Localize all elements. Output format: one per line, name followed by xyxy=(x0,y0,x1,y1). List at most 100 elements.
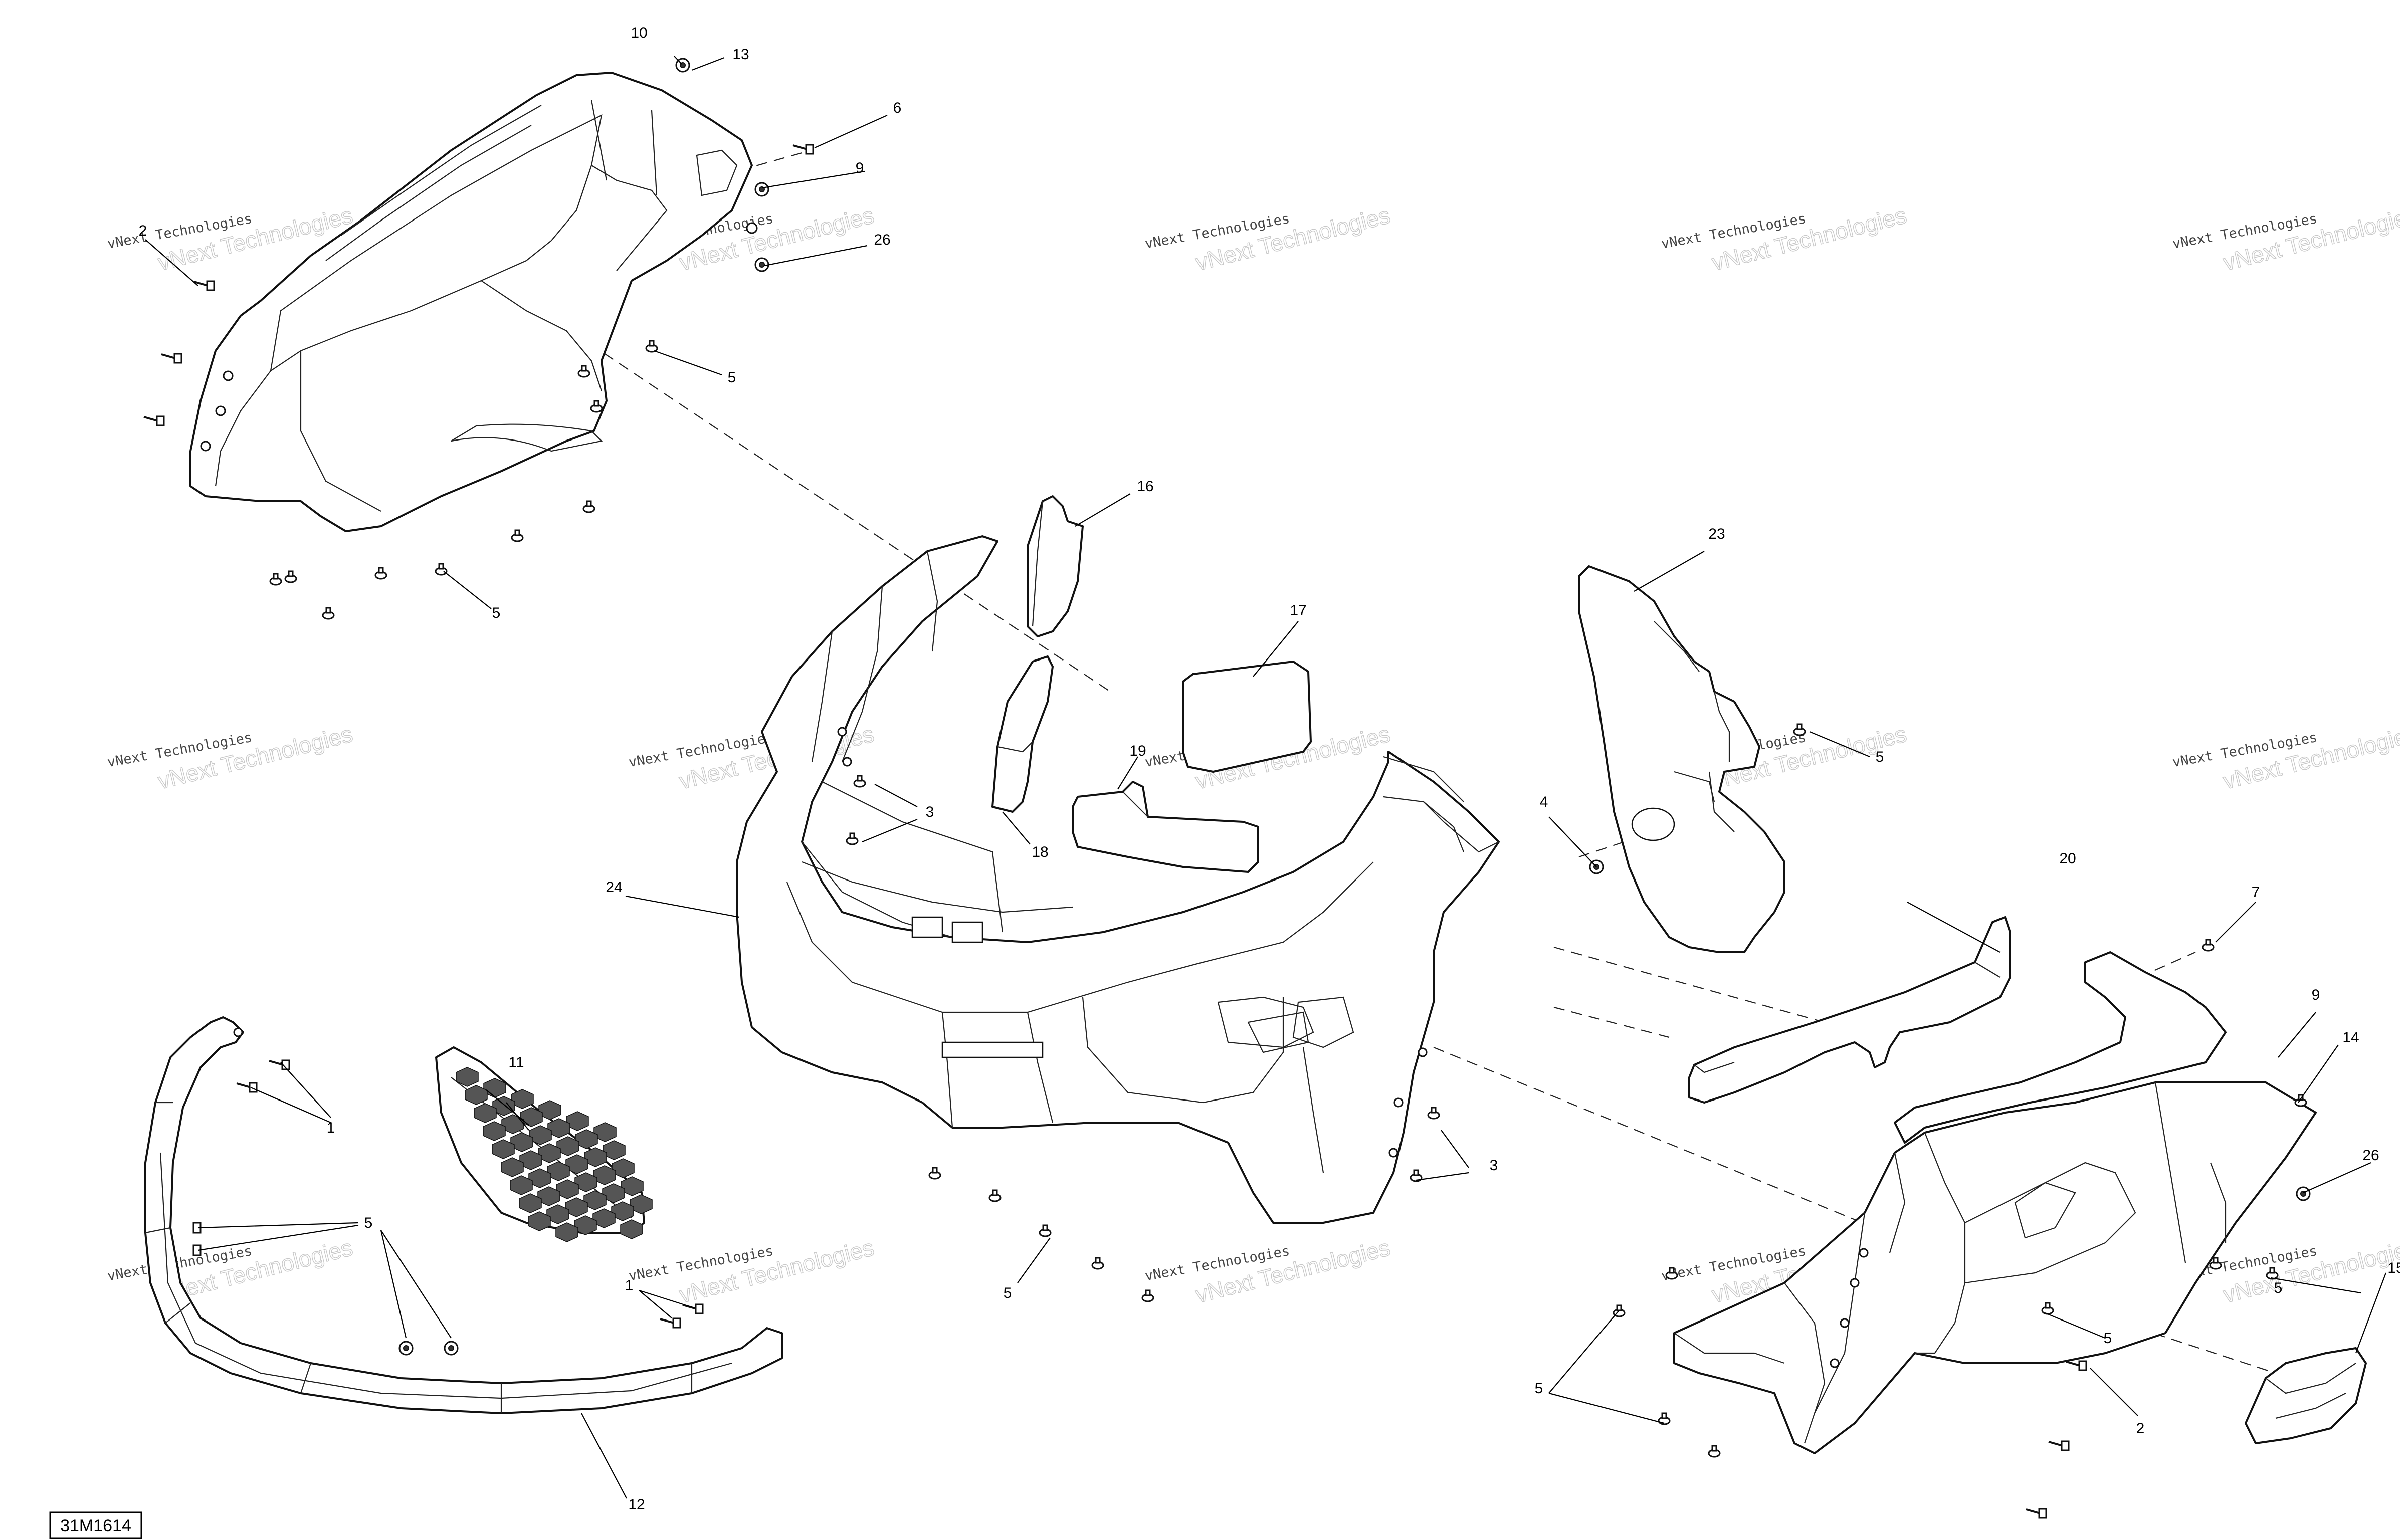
bumper-bar xyxy=(144,1016,783,1414)
callout-15: 15 xyxy=(2387,1260,2400,1276)
screw xyxy=(236,1082,258,1093)
watermark-outline-text: vNext Technologies xyxy=(677,1234,877,1308)
callout-2: 2 xyxy=(139,223,147,239)
screw xyxy=(143,415,165,426)
push-clip xyxy=(2266,1267,2279,1280)
fastener-hardware xyxy=(143,58,2311,1519)
watermark-outline-text: vNext Technologies xyxy=(1193,202,1393,276)
callout-26: 26 xyxy=(2362,1147,2379,1164)
callout-20: 20 xyxy=(2059,850,2076,867)
grille-cell xyxy=(555,1222,578,1242)
foam-block-16 xyxy=(1027,495,1084,637)
push-clip xyxy=(1427,1107,1440,1120)
callout-5: 5 xyxy=(1535,1380,1543,1397)
grille-cell xyxy=(456,1067,479,1087)
grille-cell xyxy=(492,1139,515,1159)
callout-26: 26 xyxy=(874,232,890,248)
callout-18: 18 xyxy=(1032,844,1048,860)
callout-24: 24 xyxy=(606,879,622,896)
push-clip xyxy=(2294,1094,2307,1107)
callout-11: 11 xyxy=(508,1054,524,1071)
push-clip xyxy=(511,529,524,542)
push-clip xyxy=(590,400,603,413)
callout-5: 5 xyxy=(2104,1330,2112,1347)
screw xyxy=(161,353,182,364)
screw xyxy=(193,280,215,291)
push-clip xyxy=(1039,1224,1052,1237)
push-clip xyxy=(988,1189,1002,1202)
push-clip xyxy=(269,573,282,586)
callout-6: 6 xyxy=(893,100,902,116)
diagram-reference-id: 31M1614 xyxy=(49,1511,142,1539)
lower-right-side-panel xyxy=(1673,951,2317,1454)
grille-cell xyxy=(510,1175,533,1195)
push-clip xyxy=(284,570,297,583)
callout-4: 4 xyxy=(1540,794,1548,810)
upper-left-side-panel xyxy=(189,72,758,532)
push-clip xyxy=(2202,939,2215,952)
nut xyxy=(2296,1186,2311,1201)
push-clip xyxy=(2041,1302,2054,1315)
screw xyxy=(2026,1508,2047,1519)
foam-panel-23 xyxy=(1578,565,1785,953)
callout-23: 23 xyxy=(1708,526,1725,542)
callout-5: 5 xyxy=(364,1215,373,1231)
callout-5: 5 xyxy=(2274,1280,2283,1296)
push-clip xyxy=(1793,723,1806,736)
screw xyxy=(792,144,814,155)
grille-cell xyxy=(465,1085,488,1105)
callout-2: 2 xyxy=(2136,1420,2145,1437)
grille-cell xyxy=(528,1211,551,1231)
push-clip xyxy=(1091,1257,1104,1270)
push-clip xyxy=(1141,1289,1154,1302)
screw xyxy=(2066,1360,2087,1371)
nut xyxy=(398,1341,414,1356)
push-clip xyxy=(374,567,387,580)
foam-block-20 xyxy=(1688,916,2011,1104)
callout-3: 3 xyxy=(1490,1157,1498,1174)
watermark-outline-text: vNext Technologies xyxy=(1709,202,1909,276)
callout-16: 16 xyxy=(1137,478,1153,495)
callout-1: 1 xyxy=(327,1120,335,1136)
callout-5: 5 xyxy=(1876,749,1884,765)
grille-cell xyxy=(474,1103,497,1123)
front-grille xyxy=(435,1046,653,1242)
callout-5: 5 xyxy=(1004,1285,1012,1301)
screw xyxy=(269,1059,290,1070)
grille-cell xyxy=(519,1193,542,1213)
leader-lines xyxy=(145,56,2387,1499)
callout-7: 7 xyxy=(2252,884,2260,901)
callout-14: 14 xyxy=(2342,1029,2359,1046)
callout-19: 19 xyxy=(1129,743,1146,759)
grille-mesh xyxy=(456,1067,653,1242)
grille-cell xyxy=(501,1157,524,1177)
front-bumper-fascia xyxy=(736,535,1500,1224)
push-clip xyxy=(853,775,866,788)
foam-block-18 xyxy=(991,655,1054,813)
watermark-outline-text: vNext Technologies xyxy=(1193,1234,1393,1308)
diagram-reference-label: 31M1614 xyxy=(60,1516,131,1535)
callout-17: 17 xyxy=(1290,602,1306,619)
nut xyxy=(444,1341,459,1356)
push-clip xyxy=(435,563,448,576)
nut xyxy=(754,182,769,197)
callout-9: 9 xyxy=(2312,987,2320,1003)
grille-cell xyxy=(483,1121,506,1141)
callout-number-layer: 1122334555555556799101112131415161718192… xyxy=(139,25,2400,1513)
callout-5: 5 xyxy=(728,369,736,386)
callout-10: 10 xyxy=(631,25,647,41)
screw xyxy=(660,1317,681,1329)
push-clip xyxy=(577,365,590,378)
push-clip xyxy=(928,1167,941,1180)
push-clip xyxy=(322,607,335,620)
nut xyxy=(754,257,769,272)
watermark-outline-text: vNext Technologies xyxy=(155,721,355,794)
push-clip xyxy=(2209,1257,2222,1270)
push-clip xyxy=(582,500,595,513)
